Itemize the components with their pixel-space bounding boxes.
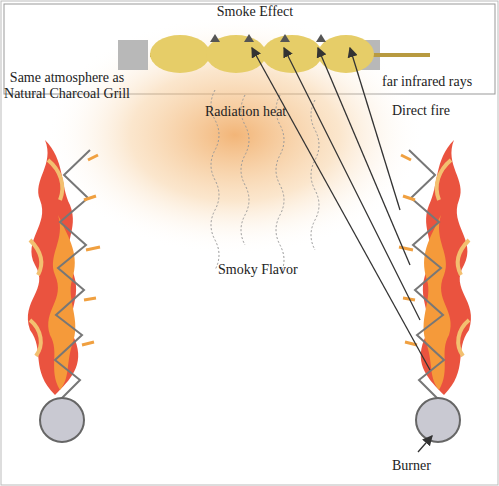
- heat-label: Radiation heat: [205, 104, 286, 120]
- part-label: Burner: [392, 458, 431, 474]
- title-label: Smoke Effect: [217, 4, 293, 20]
- ray-label: far infrared rays: [382, 74, 472, 90]
- fire-label: Direct fire: [392, 103, 450, 119]
- flavor-label: Smoky Flavor: [218, 262, 298, 278]
- note-label: Same atmosphere as Natural Charcoal Gril…: [3, 70, 131, 102]
